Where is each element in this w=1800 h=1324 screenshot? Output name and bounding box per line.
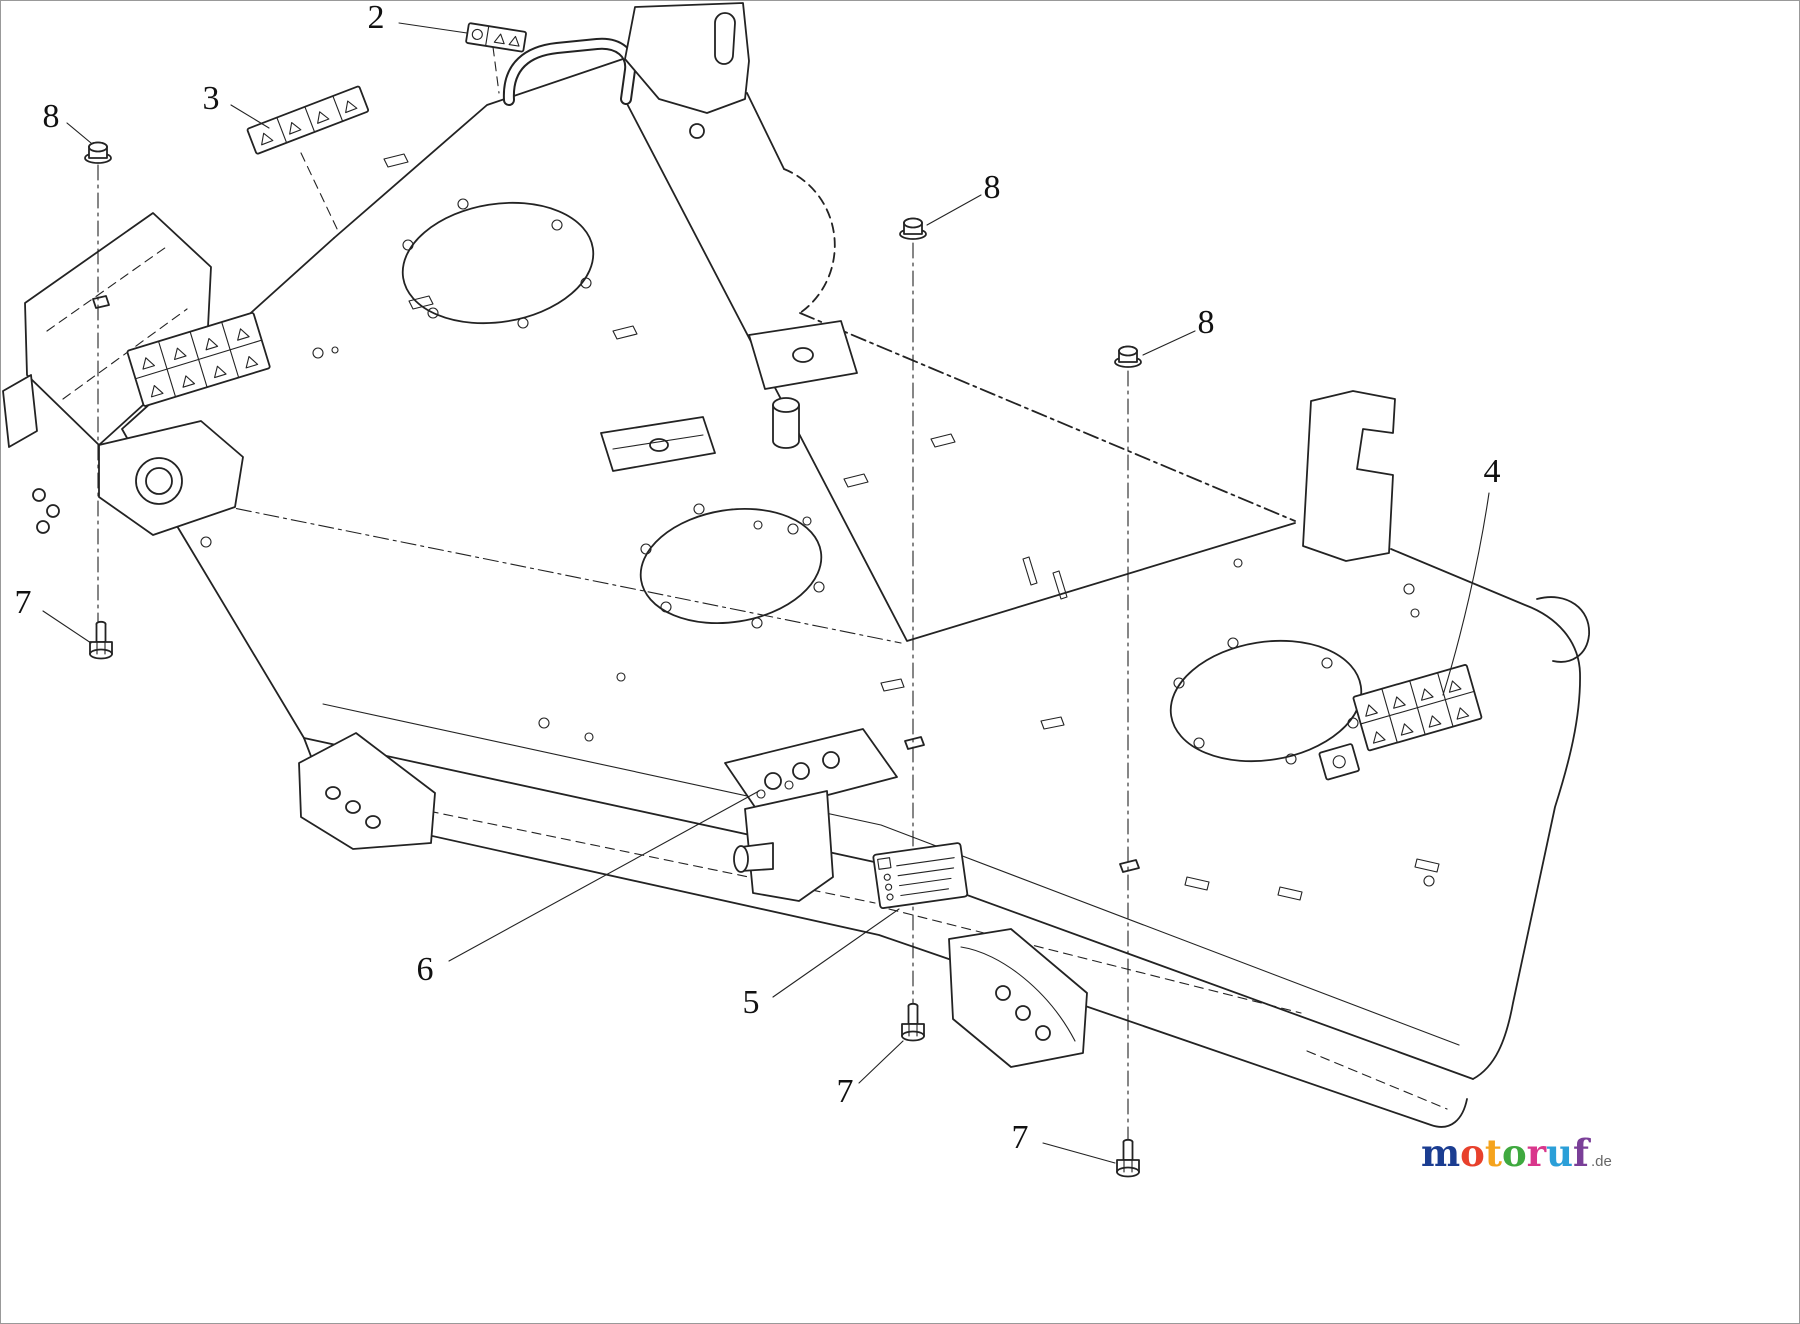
warning-pictogram-small-right — [1318, 743, 1360, 781]
callout-leader-lines — [42, 22, 1490, 1164]
hex-bolt-mid — [901, 1002, 925, 1042]
callout-2: 2 — [367, 0, 385, 36]
hex-bolt-right — [1116, 1138, 1140, 1178]
callout-5: 5 — [742, 984, 760, 1021]
callout-3: 3 — [202, 80, 220, 117]
logo-word: motoruf — [1421, 1131, 1589, 1175]
top-hanger-bracket — [624, 2, 750, 139]
hardware-axes — [97, 164, 1140, 1152]
callout-7-mid: 7 — [836, 1073, 854, 1110]
warning-pictogram-grid-right — [1352, 664, 1483, 752]
height-bracket-assembly — [724, 728, 898, 902]
spindle-openings — [401, 198, 1363, 765]
callout-8-left: 8 — [42, 98, 60, 135]
warning-pictogram-grid-left — [126, 312, 271, 407]
right-hook-bracket — [1302, 390, 1396, 562]
flange-nut-left — [84, 141, 112, 164]
caution-decal-small — [465, 22, 527, 53]
front-center-bracket — [948, 928, 1088, 1068]
flange-nut-mid — [899, 217, 927, 240]
logo-suffix: .de — [1590, 1153, 1612, 1170]
callout-7-right: 7 — [1011, 1119, 1029, 1156]
front-left-bracket — [298, 732, 436, 850]
center-hardware — [600, 320, 858, 472]
callout-4: 4 — [1483, 453, 1501, 490]
callout-6: 6 — [416, 951, 434, 988]
callout-8-mid: 8 — [983, 169, 1001, 206]
hex-bolt-left — [89, 620, 113, 660]
flange-nut-right — [1114, 345, 1142, 368]
cutting-height-spec-label — [872, 842, 969, 909]
callout-8-right: 8 — [1197, 304, 1215, 341]
site-logo[interactable]: motoruf.de — [1421, 1135, 1612, 1172]
deck-outline — [121, 58, 1590, 1128]
left-mount-bracket — [2, 212, 244, 536]
warning-decal-strip — [246, 85, 370, 155]
callout-7-left: 7 — [14, 584, 32, 621]
deck-detail-slots — [200, 153, 1440, 901]
